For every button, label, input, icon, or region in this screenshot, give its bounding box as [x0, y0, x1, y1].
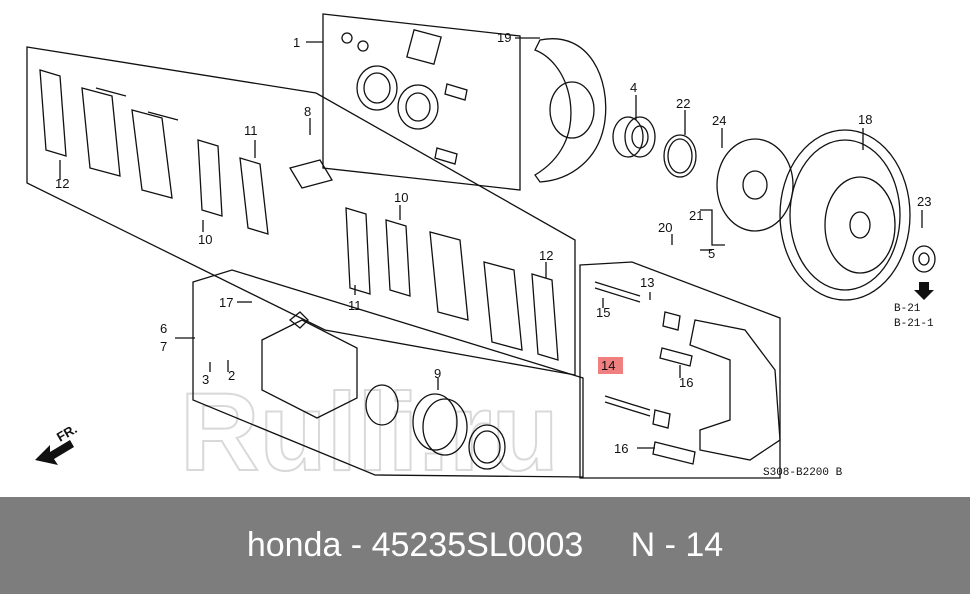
callout-labels: 1234567891010111112121314151616171819202…: [55, 30, 931, 456]
front-direction-arrow-icon: [35, 440, 74, 465]
kit-box-1: [322, 13, 521, 191]
callout-10: 10: [394, 190, 408, 205]
down-arrow-icon: [914, 282, 934, 300]
callout-7: 7: [160, 339, 167, 354]
callout-8: 8: [304, 104, 311, 119]
callout-9: 9: [434, 366, 441, 381]
callout-19: 19: [497, 30, 511, 45]
callout-16: 16: [614, 441, 628, 456]
callout-13: 13: [640, 275, 654, 290]
caliper-bracket: [689, 319, 781, 461]
callout-14: 14: [601, 358, 615, 373]
highlight-box: [598, 357, 623, 374]
diagram-code: S308-B2200 B: [763, 467, 843, 479]
splash-shield: [534, 38, 607, 183]
callout-23: 23: [917, 194, 931, 209]
kit-box-bracket: [579, 261, 781, 479]
callout-2: 2: [228, 368, 235, 383]
callout-22: 22: [676, 96, 690, 111]
callout-11: 11: [348, 298, 362, 313]
ref-label: B-21: [894, 303, 921, 315]
callout-12: 12: [55, 176, 69, 191]
caliper-body: [261, 319, 358, 419]
callout-17: 17: [219, 295, 233, 310]
kit-box-caliper: [192, 269, 584, 478]
parts-diagram: Rulli.ru: [26, 13, 936, 495]
diagram-canvas: Rulli.ru: [26, 13, 936, 495]
callout-20: 20: [658, 220, 672, 235]
footer-title: honda - 45235SL0003 N - 14: [246, 526, 724, 564]
callout-11: 11: [244, 123, 258, 138]
callout-10: 10: [198, 232, 212, 247]
callout-3: 3: [202, 372, 209, 387]
callout-15: 15: [596, 305, 610, 320]
footer-bar: honda - 45235SL0003 N - 14: [0, 497, 970, 594]
callout-12: 12: [539, 248, 553, 263]
callout-24: 24: [712, 113, 726, 128]
callout-5: 5: [708, 246, 715, 261]
callout-1: 1: [293, 35, 300, 50]
kit-box-pads: [26, 46, 576, 376]
watermark: Rulli.ru: [180, 371, 559, 494]
callout-21: 21: [689, 208, 703, 223]
callout-18: 18: [858, 112, 872, 127]
callout-16: 16: [679, 375, 693, 390]
callout-4: 4: [630, 80, 637, 95]
brake-disc: [779, 129, 911, 301]
ref-label: B-21-1: [894, 318, 934, 330]
callout-6: 6: [160, 321, 167, 336]
direction-label: FR.: [54, 421, 80, 444]
